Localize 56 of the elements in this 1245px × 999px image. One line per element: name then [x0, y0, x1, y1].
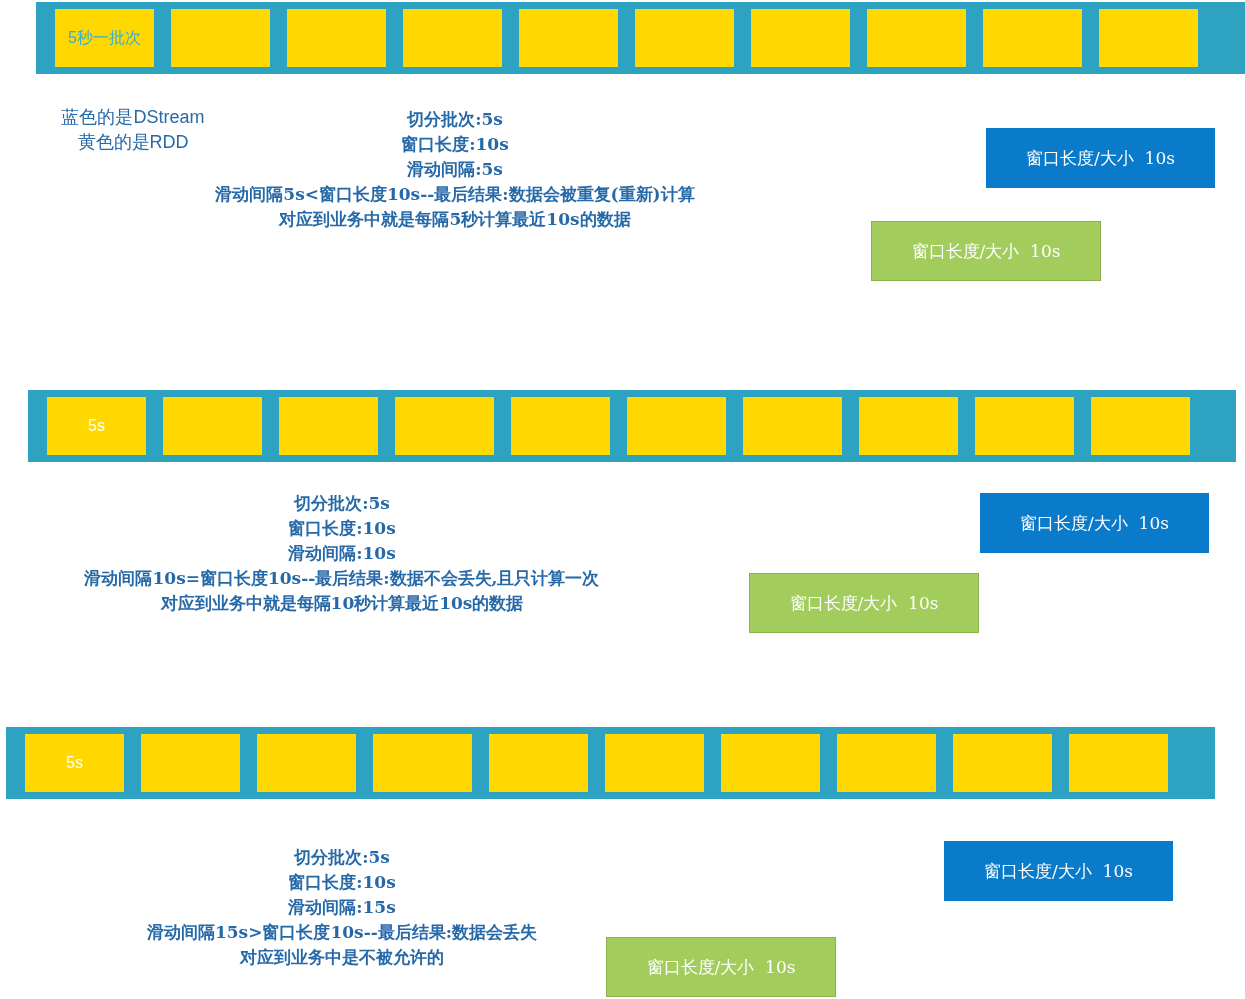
description-text: 滑动间隔:10s — [288, 543, 396, 563]
rdd-batch-box — [163, 397, 262, 455]
description-text: 窗口长度:10s — [288, 518, 396, 538]
window-box: 窗口长度/大小 10s — [944, 841, 1173, 901]
rdd-batch-box — [837, 734, 936, 792]
rdd-batch-box — [953, 734, 1052, 792]
description-text: 对应到业务中是不被允许的 — [240, 947, 444, 967]
description-text: 滑动间隔15s>窗口长度10s--最后结果:数据会丢失 — [146, 922, 538, 942]
rdd-batch-box: 5s — [47, 397, 146, 455]
description-text: 窗口长度:10s — [401, 134, 509, 154]
rdd-batch-box — [257, 734, 356, 792]
rdd-batch-box — [743, 397, 842, 455]
rdd-batch-box — [279, 397, 378, 455]
rdd-batch-box — [635, 9, 734, 67]
rdd-batch-box — [171, 9, 270, 67]
rdd-batch-box — [489, 734, 588, 792]
rdd-batch-box — [605, 734, 704, 792]
rdd-batch-box — [721, 734, 820, 792]
description-text: 切分批次:5s — [294, 493, 390, 513]
rdd-batch-box — [141, 734, 240, 792]
sliding-window-box: 窗口长度/大小 10s — [871, 221, 1101, 281]
dstream-bar — [6, 727, 1215, 799]
rdd-batch-box — [511, 397, 610, 455]
description-text: 滑动间隔:15s — [288, 897, 396, 917]
description-text: 滑动间隔5s<窗口长度10s--最后结果:数据会被重复(重新)计算 — [215, 184, 695, 204]
rdd-batch-box — [1091, 397, 1190, 455]
rdd-batch-box — [519, 9, 618, 67]
rdd-batch-box — [395, 397, 494, 455]
rdd-batch-box — [403, 9, 502, 67]
sliding-window-box: 窗口长度/大小 10s — [606, 937, 836, 997]
description-text: 切分批次:5s — [407, 109, 503, 129]
rdd-batch-box — [975, 397, 1074, 455]
rdd-batch-box — [627, 397, 726, 455]
rdd-batch-box: 5s — [25, 734, 124, 792]
dstream-bar — [28, 390, 1236, 462]
window-box: 窗口长度/大小 10s — [986, 128, 1215, 188]
rdd-batch-box — [859, 397, 958, 455]
rdd-batch-box — [1069, 734, 1168, 792]
dstream-bar — [36, 2, 1245, 74]
description-text: 切分批次:5s — [294, 847, 390, 867]
rdd-batch-box — [751, 9, 850, 67]
rdd-batch-box: 5秒一批次 — [55, 9, 154, 67]
description-text: 窗口长度:10s — [288, 872, 396, 892]
description-text: 对应到业务中就是每隔5秒计算最近10s的数据 — [279, 209, 631, 229]
sliding-window-box: 窗口长度/大小 10s — [749, 573, 979, 633]
description-text: 对应到业务中就是每隔10秒计算最近10s的数据 — [160, 593, 524, 613]
legend-note: 蓝色的是DStream — [61, 107, 205, 127]
window-box: 窗口长度/大小 10s — [980, 493, 1209, 553]
rdd-batch-box — [983, 9, 1082, 67]
rdd-batch-box — [1099, 9, 1198, 67]
description-text: 滑动间隔10s=窗口长度10s--最后结果:数据不会丢失,且只计算一次 — [84, 568, 600, 588]
rdd-batch-box — [867, 9, 966, 67]
rdd-batch-box — [373, 734, 472, 792]
legend-note: 黄色的是RDD — [77, 132, 189, 152]
description-text: 滑动间隔:5s — [407, 159, 503, 179]
rdd-batch-box — [287, 9, 386, 67]
